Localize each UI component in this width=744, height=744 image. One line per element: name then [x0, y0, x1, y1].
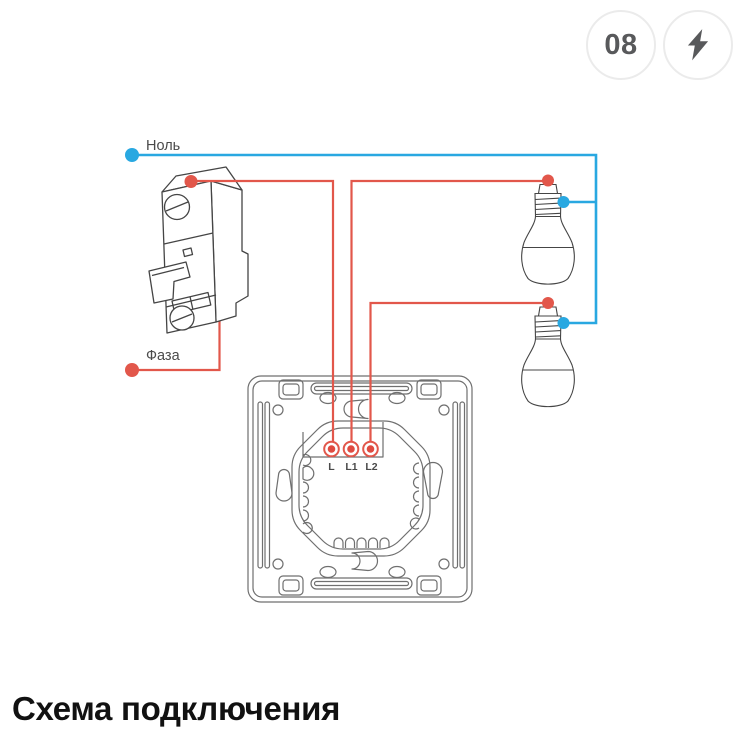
neutral-connection-dots	[125, 148, 570, 329]
connector-bumps	[302, 453, 420, 535]
phase-wire	[132, 310, 221, 372]
lightning-icon	[687, 29, 709, 61]
neutral-wire	[132, 153, 598, 325]
bottom-arches	[333, 537, 390, 548]
terminal-label-l2: L2	[365, 461, 377, 473]
slide-number: 08	[604, 28, 638, 61]
switch-back-plate	[247, 375, 473, 603]
page-title: Схема подключения	[12, 690, 341, 727]
neutral-label: Ноль	[146, 138, 180, 154]
terminal-label-l: L	[328, 461, 335, 473]
power-badge	[663, 10, 733, 80]
wire-labels: Ноль Фаза	[146, 138, 181, 364]
terminal-labels: L L1 L2	[328, 461, 377, 473]
phase-connection-dots	[125, 174, 554, 377]
load-wires	[192, 179, 547, 443]
circuit-breaker	[148, 166, 249, 334]
phase-label: Фаза	[146, 348, 181, 364]
terminal-label-l1: L1	[345, 461, 357, 473]
slide-number-badge: 08	[586, 10, 656, 80]
mounting-tabs	[278, 379, 442, 596]
terminal-cores	[327, 445, 375, 453]
